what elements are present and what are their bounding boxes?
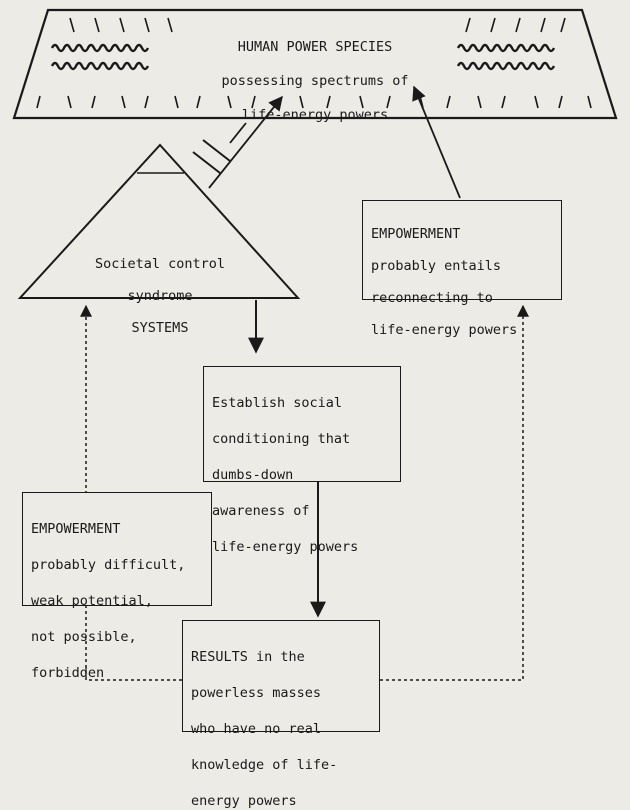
banner-hatch-tick — [144, 95, 149, 109]
banner-line-3: life-energy powers — [241, 107, 389, 123]
empowerment-right-box: EMPOWERMENT probably entails reconnectin… — [362, 200, 562, 338]
banner-hatch-tick — [386, 95, 391, 109]
empowerment-left-box: EMPOWERMENT probably difficult, weak pot… — [22, 492, 212, 681]
empowerment-right-line-2: probably entails — [371, 258, 502, 274]
empowerment-right-line-4: life-energy powers — [371, 322, 518, 338]
arrow-break-bar-2 — [202, 139, 231, 162]
conditioning-line-5: life-energy powers — [212, 539, 359, 555]
banner-wave — [456, 43, 556, 53]
banner-hatch-tick — [587, 95, 592, 109]
banner-hatch-tick — [196, 95, 201, 109]
pyramid-label: Societal control syndrome SYSTEMS — [60, 240, 260, 336]
banner-hatch-tick — [359, 95, 364, 109]
banner-wave — [50, 61, 150, 71]
conditioning-line-3: dumbs-down — [212, 467, 294, 483]
conditioning-box: Establish social conditioning that dumbs… — [203, 366, 401, 555]
banner-hatch-tick — [36, 95, 41, 109]
conditioning-line-1: Establish social — [212, 395, 343, 411]
banner-hatch-tick — [69, 17, 75, 33]
banner-wave — [50, 43, 150, 53]
empowerment-left-text: EMPOWERMENT probably difficult, weak pot… — [31, 502, 203, 682]
empowerment-right-line-1: EMPOWERMENT — [371, 226, 461, 242]
banner-hatch-tick — [167, 17, 173, 33]
empowerment-right-text: EMPOWERMENT probably entails reconnectin… — [371, 210, 553, 338]
banner-hatch-tick — [91, 95, 96, 109]
banner-hatch-tick — [558, 95, 563, 109]
empowerment-left-line-3: weak potential, — [31, 593, 153, 609]
banner-hatch-tick — [515, 17, 521, 33]
results-line-5: energy powers — [191, 793, 297, 809]
banner-hatch-tick — [490, 17, 496, 33]
empowerment-left-line-5: forbidden — [31, 665, 105, 681]
empowerment-left-line-4: not possible, — [31, 629, 137, 645]
banner-hatch-tick — [560, 17, 566, 33]
results-line-3: who have no real — [191, 721, 322, 737]
arrow-empowerment-to-banner — [412, 85, 461, 199]
banner-hatch-tick — [67, 95, 72, 109]
banner-hatch-tick — [501, 95, 506, 109]
banner-hatch-tick — [540, 17, 546, 33]
results-text: RESULTS in the powerless masses who have… — [191, 630, 371, 810]
arrow-pyramid-to-banner — [208, 95, 283, 189]
banner-hatch-tick — [144, 17, 150, 33]
flow-diagram — [12, 8, 618, 681]
results-box: RESULTS in the powerless masses who have… — [182, 620, 380, 809]
dashed-loop-right — [380, 304, 529, 681]
top-banner-title: HUMAN POWER SPECIES possessing spectrums… — [185, 22, 445, 124]
empowerment-left-line-1: EMPOWERMENT — [31, 521, 121, 537]
banner-hatch-tick — [299, 95, 304, 109]
conditioning-line-4: awareness of — [212, 503, 310, 519]
results-line-4: knowledge of life- — [191, 757, 338, 773]
dashed-loop-left — [80, 304, 182, 681]
empowerment-right-line-3: reconnecting to — [371, 290, 493, 306]
banner-hatch-tick — [174, 95, 179, 109]
pyramid-line-1: Societal control — [94, 256, 226, 272]
banner-hatch-tick — [446, 95, 451, 109]
results-line-2: powerless masses — [191, 685, 322, 701]
banner-line-2: possessing spectrums of — [221, 73, 409, 89]
banner-hatch-tick — [119, 17, 125, 33]
banner-wave — [456, 61, 556, 71]
pyramid-line-3: SYSTEMS — [131, 320, 189, 336]
banner-hatch-tick — [94, 17, 100, 33]
banner-hatch-tick — [465, 17, 471, 33]
banner-hatch-tick — [251, 95, 256, 109]
empowerment-left-line-2: probably difficult, — [31, 557, 186, 573]
conditioning-text: Establish social conditioning that dumbs… — [212, 376, 392, 556]
banner-line-1: HUMAN POWER SPECIES — [237, 39, 393, 55]
banner-hatch-tick — [534, 95, 539, 109]
top-banner-shape — [12, 8, 618, 120]
banner-hatch-tick — [326, 95, 331, 109]
banner-hatch-tick — [227, 95, 232, 109]
results-line-1: RESULTS in the — [191, 649, 305, 665]
pyramid-shape — [17, 143, 301, 299]
banner-hatch-marks — [36, 17, 592, 109]
banner-wave-marks — [50, 43, 556, 71]
conditioning-line-2: conditioning that — [212, 431, 351, 447]
banner-hatch-tick — [477, 95, 482, 109]
arrow-break-bar-1 — [192, 151, 221, 174]
pyramid-line-2: syndrome — [127, 288, 193, 304]
arrow-tail-segment — [229, 122, 247, 144]
banner-hatch-tick — [121, 95, 126, 109]
